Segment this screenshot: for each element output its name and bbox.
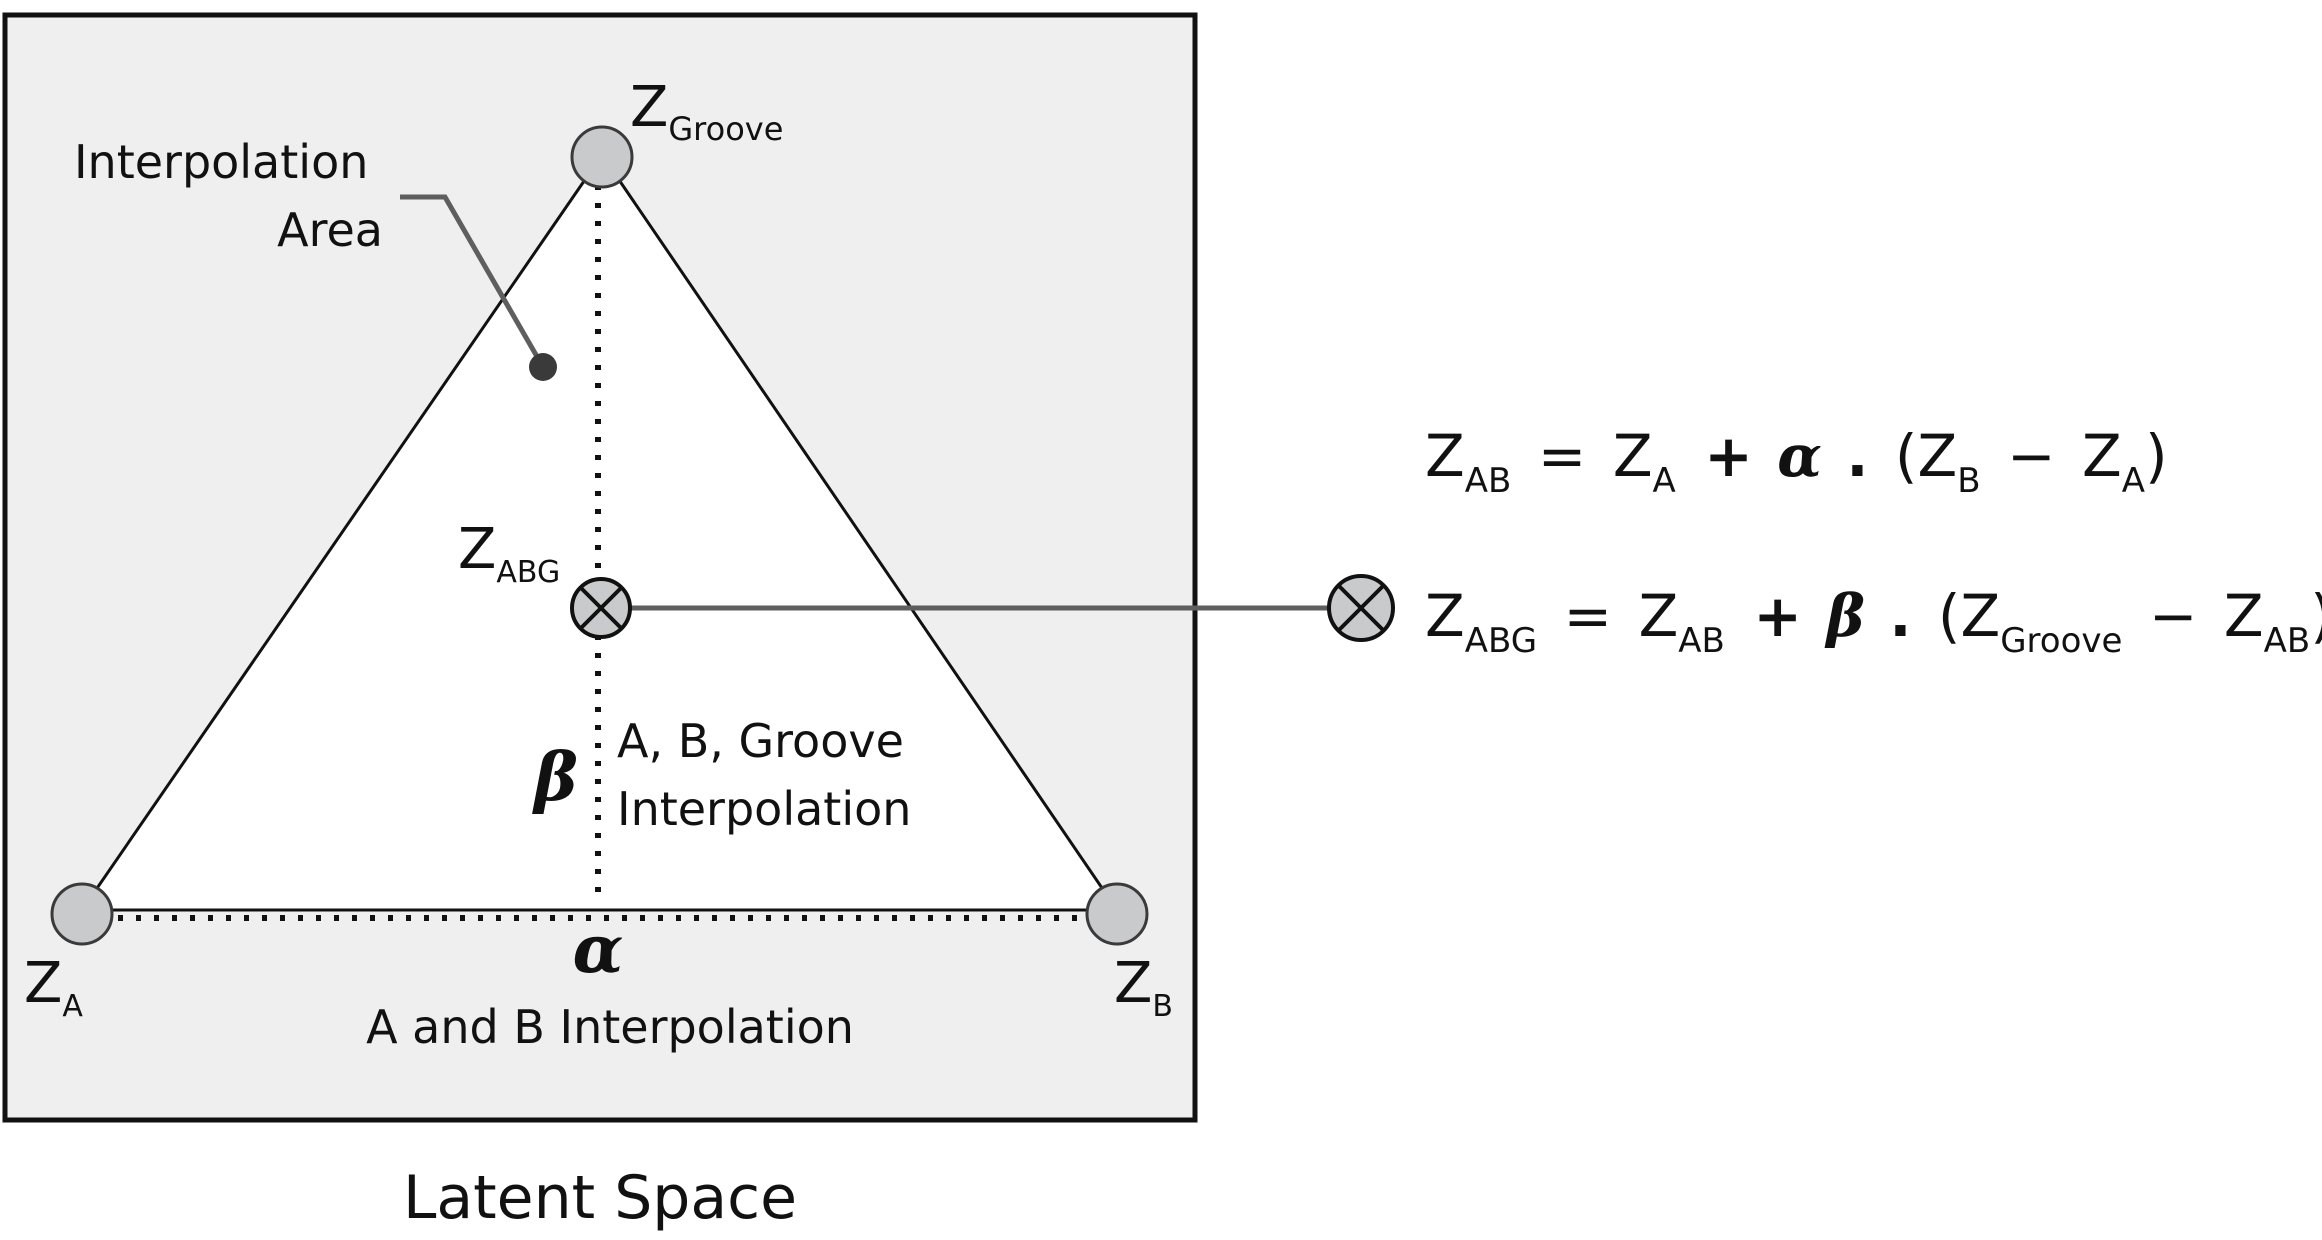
abg-interpolation-line1: A, B, Groove [617,714,904,768]
ab-interpolation-label: A and B Interpolation [366,1000,854,1054]
eq-ab-lhs: Z [1425,422,1465,490]
interpolation-area-label: Interpolation Area [74,135,383,257]
alpha-symbol: α [573,910,624,988]
interpolation-area-leader [400,194,546,369]
latent-space-caption: Latent Space [403,1163,797,1233]
node-b [1085,882,1149,946]
interpolation-area-dot [529,353,557,381]
interpolation-area-line1: Interpolation [74,135,368,189]
abg-interpolation-line2: Interpolation [617,782,911,836]
interpolation-triangle [79,152,1120,912]
interpolation-area-line2: Area [277,203,383,257]
abg-interpolation-label: A, B, Groove Interpolation [617,714,919,836]
z-abg-label: ZABG [458,517,560,590]
beta-symbol: β [531,738,578,816]
z-groove-label: ZGroove [630,75,783,148]
z-a-label: ZA [24,951,83,1024]
equation-abg: ZABG = ZAB + β . (ZGroove − ZAB) [1425,582,2322,666]
node-groove [570,125,634,189]
node-abg-crossed [570,577,632,639]
z-b-label: ZB [1114,951,1173,1024]
eq-abg-lhs: Z [1425,582,1465,650]
equation-ab: ZAB = ZA + α . (ZB − ZA) [1425,422,2168,506]
node-a [50,882,114,946]
equation-abg-crossed-node [1327,574,1395,642]
